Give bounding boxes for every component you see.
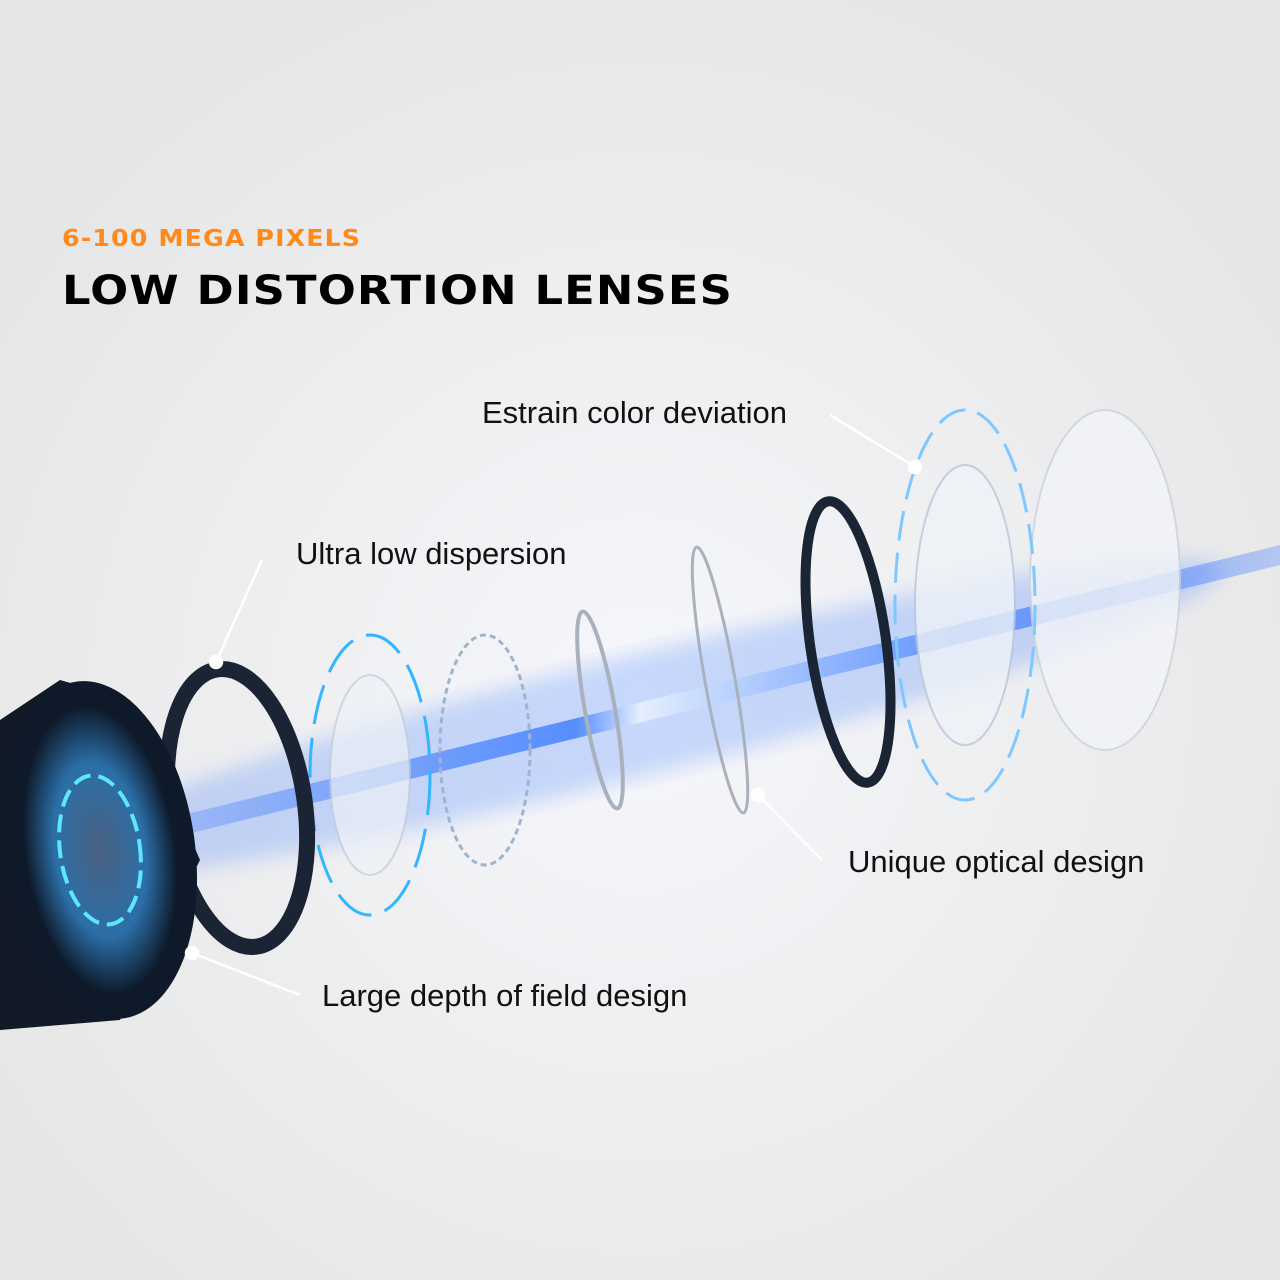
front-lens-element bbox=[1029, 409, 1181, 751]
callout-estrain-color-deviation: Estrain color deviation bbox=[482, 395, 787, 430]
thin-element bbox=[690, 545, 750, 815]
callout-large-depth-of-field: Large depth of field design bbox=[322, 978, 688, 1013]
callout-ultra-low-dispersion: Ultra low dispersion bbox=[296, 536, 567, 571]
glass-element-ring bbox=[893, 408, 1037, 802]
blue-element-ring bbox=[308, 633, 432, 917]
rear-lens-face bbox=[23, 706, 177, 994]
spacer-ring bbox=[800, 496, 896, 788]
callout-unique-optical-design: Unique optical design bbox=[848, 844, 1145, 879]
page-title: LOW DISTORTION LENSES bbox=[62, 268, 734, 314]
callout-lines bbox=[184, 413, 923, 997]
megapixel-subtitle: 6-100 MEGA PIXELS bbox=[62, 226, 362, 252]
glass-element bbox=[438, 633, 532, 867]
